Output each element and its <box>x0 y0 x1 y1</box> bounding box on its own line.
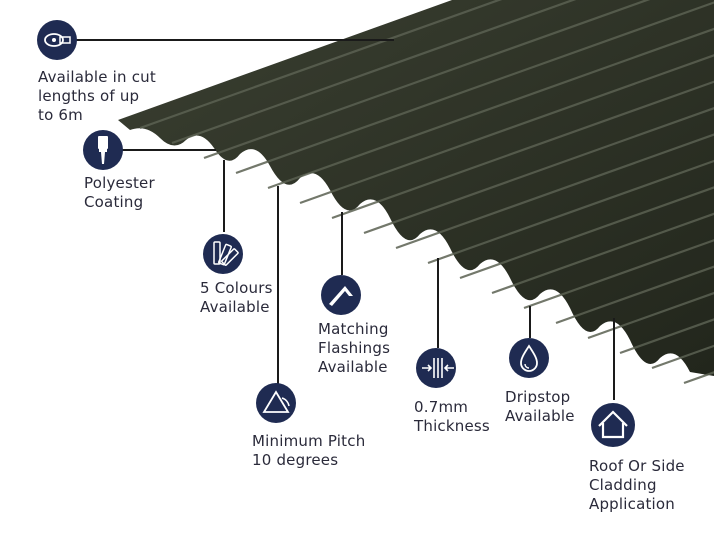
water-drop-icon <box>509 338 549 378</box>
corrugation-ridge <box>459 186 714 280</box>
corrugation-ridge <box>363 106 714 235</box>
corrugation-ridge <box>235 1 714 175</box>
corrugation-ridge <box>427 159 714 265</box>
corrugation-ridges <box>139 0 714 385</box>
corrugation-ridge <box>523 239 714 310</box>
corrugation-ridge <box>203 0 651 160</box>
leader-lines <box>76 39 615 400</box>
tape-measure-icon <box>37 20 77 60</box>
corrugation-ridge <box>587 291 714 340</box>
house-icon <box>591 403 635 447</box>
thickness-icon <box>416 348 456 388</box>
corrugation-ridge <box>139 0 503 130</box>
colour-swatch-icon <box>203 234 243 274</box>
paint-brush-icon <box>83 130 123 170</box>
pitch-angle-icon <box>256 383 296 423</box>
flashing-icon <box>321 275 361 315</box>
corrugation-ridge <box>171 0 577 145</box>
corrugation-ridge <box>331 80 714 220</box>
corrugation-ridge <box>491 212 714 295</box>
corrugation-ridge <box>299 54 714 205</box>
corrugation-ridge <box>395 133 714 250</box>
corrugation-ridge <box>267 27 714 190</box>
corrugation-ridge <box>555 265 714 325</box>
